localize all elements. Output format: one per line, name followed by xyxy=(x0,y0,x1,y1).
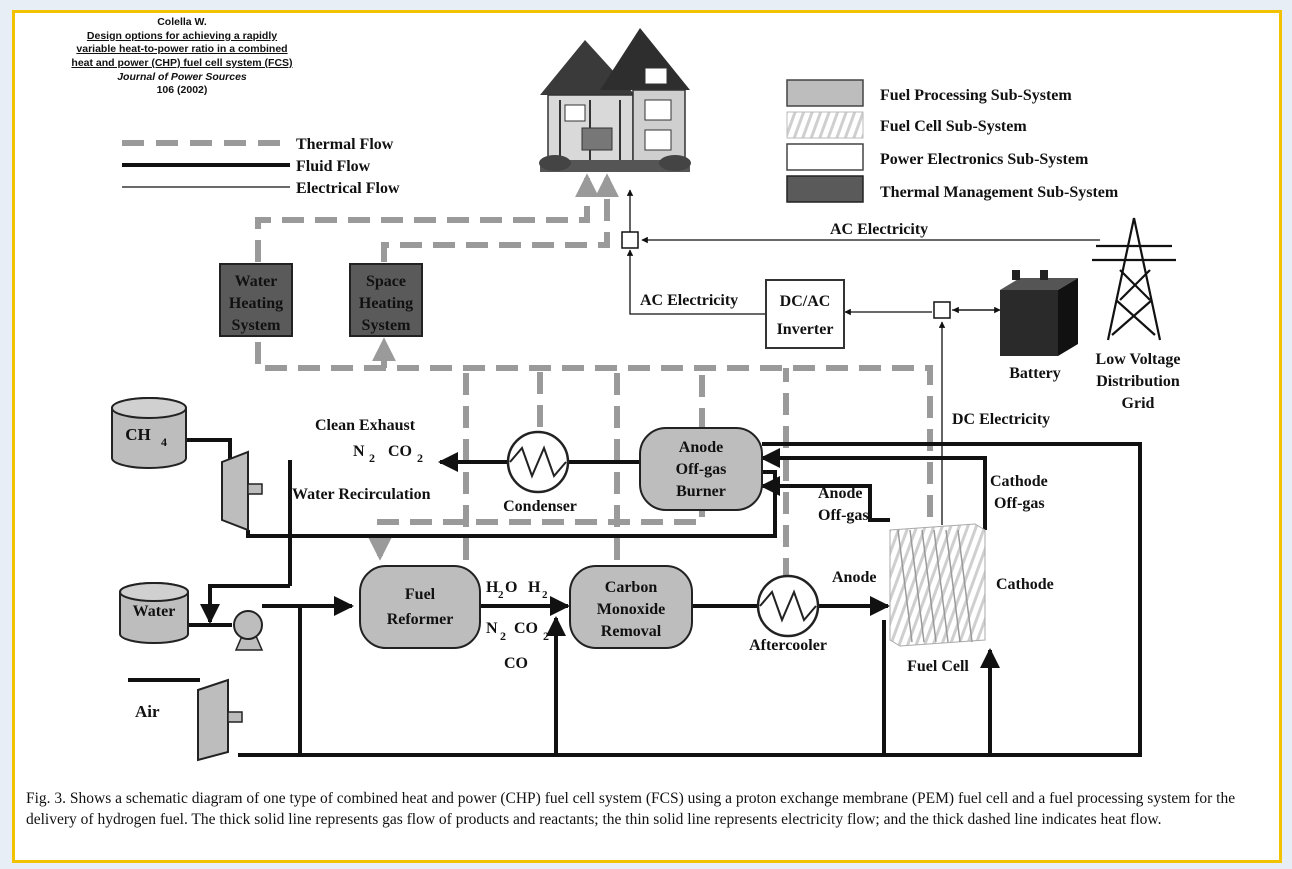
dc-junction xyxy=(933,301,951,319)
h2-subscript: 2 xyxy=(542,589,548,601)
water-heating-line: Heating xyxy=(229,295,283,312)
aftercooler-label: Aftercooler xyxy=(749,637,827,654)
fuel-cell-label: Fuel Cell Sub-System xyxy=(880,118,1027,135)
fluid-flow-lines xyxy=(128,438,1142,757)
co-removal: Carbon Monoxide Removal xyxy=(569,565,693,649)
cathode-offgas-line: Cathode xyxy=(990,473,1048,490)
thermal-management-swatch xyxy=(786,175,864,203)
air-label: Air xyxy=(135,702,160,721)
fuel-reformer: Fuel Reformer xyxy=(359,565,481,649)
ac-electricity-mid-label: AC Electricity xyxy=(640,292,738,309)
space-heating-line: System xyxy=(362,317,412,334)
fluid-flow-label: Fluid Flow xyxy=(296,158,371,175)
transmission-tower xyxy=(1092,217,1176,341)
exhaust-n-label: N xyxy=(353,443,365,460)
cathode-label: Cathode xyxy=(996,576,1054,593)
inverter-line: Inverter xyxy=(777,321,834,338)
citation-title-line: Design options for achieving a rapidly xyxy=(86,29,278,42)
n2co2-n-subscript: 2 xyxy=(500,629,506,643)
thermal-flow-label: Thermal Flow xyxy=(296,136,394,153)
dc-electricity-label: DC Electricity xyxy=(952,411,1050,428)
co-removal-line: Removal xyxy=(601,623,662,640)
citation-volume-year: 106 (2002) xyxy=(156,84,208,97)
h2o-o-label: O xyxy=(505,579,517,596)
house-illustration xyxy=(539,28,691,172)
co-removal-line: Monoxide xyxy=(597,601,665,618)
h2o-h-label: H xyxy=(486,579,499,596)
exhaust-co-label: CO xyxy=(388,443,412,460)
grid-line: Grid xyxy=(1122,395,1155,412)
co-removal-line: Carbon xyxy=(605,579,658,596)
electrical-flow-label: Electrical Flow xyxy=(296,180,400,197)
cathode-offgas-line: Off-gas xyxy=(994,495,1045,512)
burner-line: Burner xyxy=(676,483,726,500)
subsystem-legend: Fuel Processing Sub-System Fuel Cell Sub… xyxy=(786,79,1119,203)
n2co2-co-label: CO xyxy=(514,620,538,637)
anode-offgas-line: Off-gas xyxy=(818,507,869,524)
water-pump xyxy=(233,610,264,651)
ch4-tank: CH 4 xyxy=(111,397,187,469)
water-label: Water xyxy=(133,603,176,620)
water-recirculation-label: Water Recirculation xyxy=(292,486,431,503)
inverter-line: DC/AC xyxy=(780,293,831,310)
battery-label: Battery xyxy=(1009,365,1061,382)
burner-line: Off-gas xyxy=(676,461,727,478)
grid-line: Distribution xyxy=(1096,373,1180,390)
ch4-label: CH xyxy=(125,425,151,444)
ch4-compressor xyxy=(221,450,263,532)
anode-label: Anode xyxy=(832,569,876,586)
citation-title-line: variable heat-to-power ratio in a combin… xyxy=(76,43,288,56)
reformer-line: Reformer xyxy=(387,611,454,628)
fuel-cell-stack: Fuel Cell xyxy=(889,523,986,675)
water-heating-line: Water xyxy=(235,273,278,290)
fuel-cell-swatch xyxy=(786,111,864,139)
water-heating-line: System xyxy=(232,317,282,334)
citation-title-line: heat and power (CHP) fuel cell system (F… xyxy=(71,56,293,69)
citation-author: Colella W. xyxy=(157,16,207,28)
water-tank: Water xyxy=(119,582,189,644)
power-electronics-label: Power Electronics Sub-System xyxy=(880,151,1089,168)
clean-exhaust-label: Clean Exhaust xyxy=(315,417,416,434)
space-heating-line: Space xyxy=(366,273,406,290)
reformer-line: Fuel xyxy=(405,586,436,603)
citation-journal: Journal of Power Sources xyxy=(117,70,247,83)
condenser: Condenser xyxy=(503,430,577,515)
fuel-processing-swatch xyxy=(786,79,864,107)
water-heating-system: Water Heating System xyxy=(219,263,293,337)
ac-junction xyxy=(621,231,639,249)
fuel-processing-label: Fuel Processing Sub-System xyxy=(880,87,1072,104)
n2co2-n-label: N xyxy=(486,620,498,637)
aftercooler: Aftercooler xyxy=(749,574,827,654)
grid-line: Low Voltage xyxy=(1096,351,1181,368)
anode-offgas-line: Anode xyxy=(818,485,862,502)
battery: Battery xyxy=(1000,270,1078,382)
air-compressor xyxy=(197,678,243,762)
electrical-flow-lines xyxy=(626,189,1100,525)
anode-offgas-burner: Anode Off-gas Burner xyxy=(639,427,763,511)
ac-electricity-top-label: AC Electricity xyxy=(830,221,928,238)
exhaust-n-subscript: 2 xyxy=(369,451,375,465)
citation-block: Colella W. Design options for achieving … xyxy=(22,16,342,98)
space-heating-system: Space Heating System xyxy=(349,263,423,337)
ch4-subscript: 4 xyxy=(161,435,167,449)
fuel-cell-label: Fuel Cell xyxy=(907,658,969,675)
exhaust-co-subscript: 2 xyxy=(417,451,423,465)
burner-line: Anode xyxy=(679,439,723,456)
figure-caption: Fig. 3. Shows a schematic diagram of one… xyxy=(26,790,1236,829)
condenser-label: Condenser xyxy=(503,498,577,515)
h2o-subscript: 2 xyxy=(498,589,504,601)
n2co2-co-subscript: 2 xyxy=(543,629,549,643)
space-heating-line: Heating xyxy=(359,295,413,312)
power-electronics-swatch xyxy=(786,143,864,171)
h2-h-label: H xyxy=(528,579,541,596)
dc-ac-inverter: DC/AC Inverter xyxy=(765,279,845,349)
co-label: CO xyxy=(504,655,528,672)
thermal-management-label: Thermal Management Sub-System xyxy=(880,184,1119,201)
flow-legend: Thermal Flow Fluid Flow Electrical Flow xyxy=(122,136,400,197)
